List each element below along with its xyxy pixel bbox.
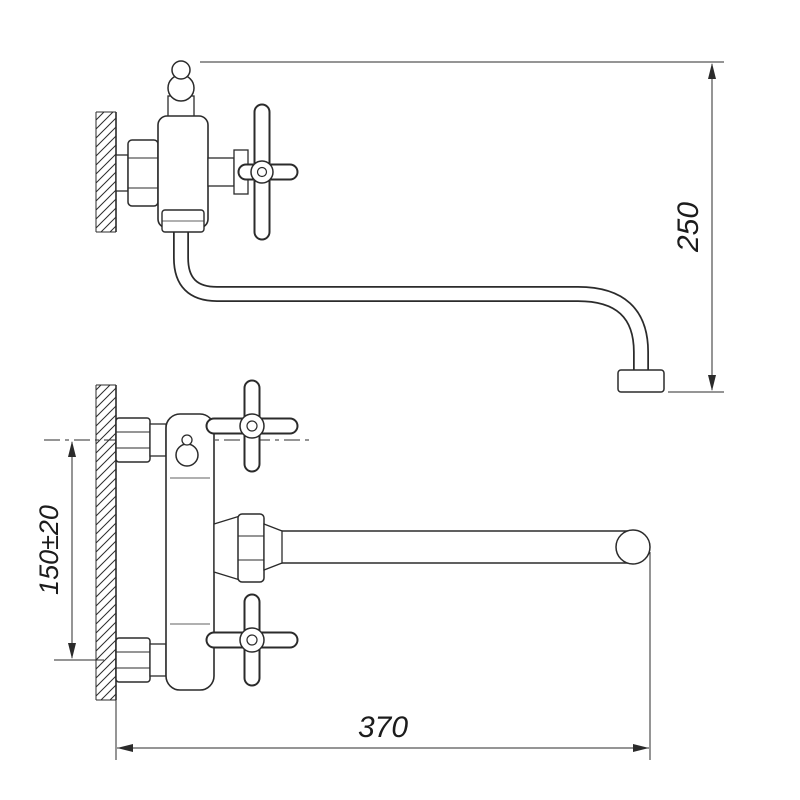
cross-handle-upper xyxy=(205,379,299,473)
wall-connector-side xyxy=(115,139,159,207)
arrowhead-right xyxy=(633,744,649,752)
faucet-body-side xyxy=(157,60,209,233)
arrowhead-up xyxy=(708,63,716,79)
wall-hatch-top xyxy=(95,111,117,233)
dim-label-370: 370 xyxy=(358,711,408,744)
arrowhead-up xyxy=(68,441,76,457)
upper-connector xyxy=(115,417,167,463)
arrowhead-down xyxy=(708,375,716,391)
dimension-250: 250 xyxy=(200,61,724,393)
faucet-body-front xyxy=(165,413,215,691)
cross-handle-lower xyxy=(205,593,299,687)
arrowhead-left xyxy=(117,744,133,752)
wall-hatch-bottom xyxy=(95,384,117,701)
dimension-150: 150±20 xyxy=(34,441,104,661)
cross-handle-side xyxy=(207,103,299,241)
spout-pivot xyxy=(213,513,283,583)
straight-spout xyxy=(280,529,651,565)
diverter-knob-front xyxy=(181,434,193,446)
dimension-370: 370 xyxy=(115,552,651,760)
lower-connector xyxy=(115,637,167,683)
diverter-ring-front xyxy=(175,443,199,467)
s-spout xyxy=(173,222,665,393)
dim-label-150: 150±20 xyxy=(34,505,64,595)
spout-end-cap xyxy=(615,529,651,565)
diverter-knob xyxy=(171,60,191,80)
side-view xyxy=(95,60,665,393)
arrowhead-down xyxy=(68,643,76,659)
spout-outlet xyxy=(617,369,665,393)
dim-label-250: 250 xyxy=(672,202,705,253)
front-view xyxy=(44,379,651,701)
